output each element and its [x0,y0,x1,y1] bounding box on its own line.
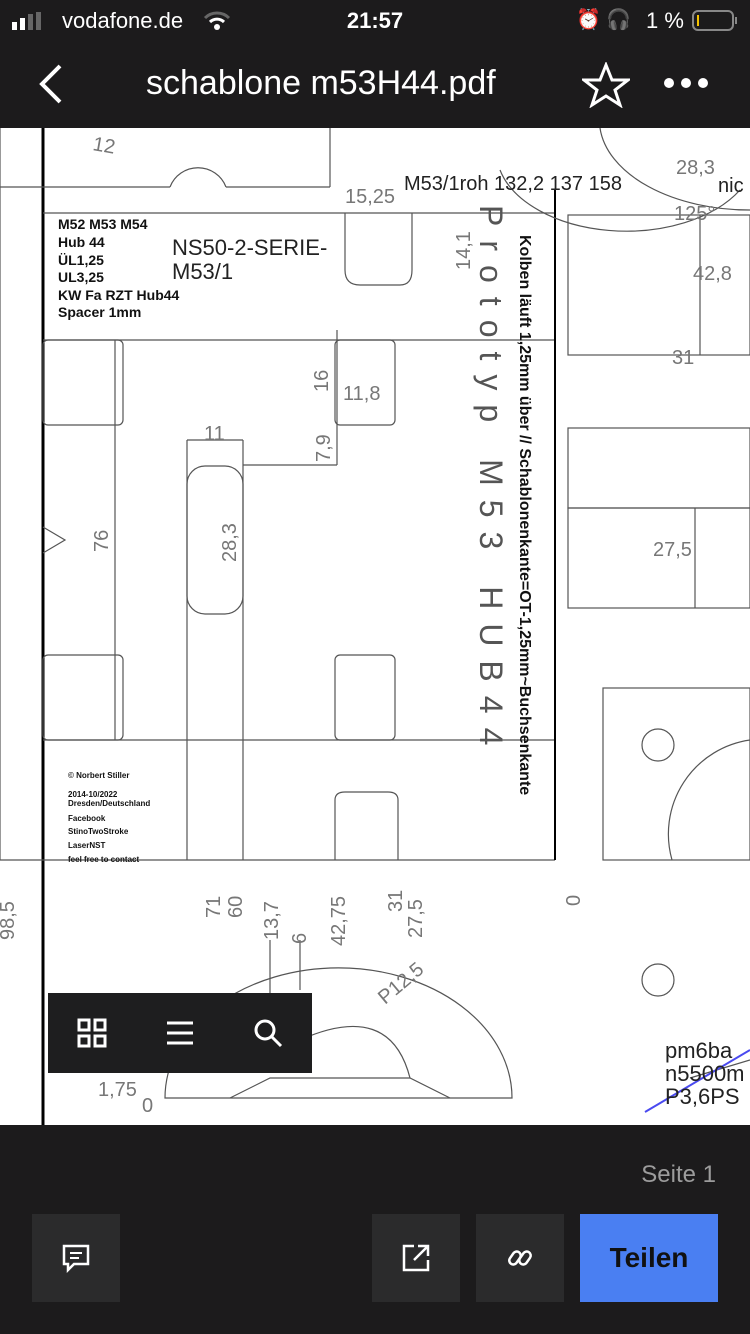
pdf-toolbar [48,993,312,1073]
note-line: Spacer 1mm [58,304,141,320]
pdf-page-view[interactable]: M52 M53 M54 Hub 44 ÜL1,25 UL3,25 KW Fa R… [0,128,750,1125]
export-icon [402,1244,430,1272]
battery-icon [692,10,737,31]
pm-line: n5500m [665,1061,745,1086]
favorite-star-button[interactable] [582,62,630,108]
credit-line: 2014-10/2022 [68,790,118,799]
pm-line: pm6ba [665,1038,733,1063]
dim: 71 [203,896,225,918]
search-button[interactable] [253,1018,283,1048]
header: schablone m53H44.pdf [0,42,750,128]
dim: nic [718,175,744,197]
series-label: M53/1 [172,259,233,284]
credit-line: feel free to contact [68,855,139,864]
dim: 28,3 [676,157,715,179]
grid-view-button[interactable] [77,1018,107,1048]
dim: 7,9 [313,434,335,462]
dim: 31 [672,347,694,369]
alarm-icon: ⏰ [576,9,601,31]
dim: 27,5 [653,539,692,561]
note-line: M52 M53 M54 [58,216,148,232]
technical-drawing: M52 M53 M54 Hub 44 ÜL1,25 UL3,25 KW Fa R… [0,128,750,1125]
signal-icon [12,12,41,30]
page-indicator: Seite 1 [641,1161,716,1188]
note-line: KW Fa RZT Hub44 [58,287,180,303]
pm-line: P3,6PS [665,1084,740,1109]
dim: 14,1 [453,231,475,270]
credit-line: Facebook [68,814,106,823]
credit-line: Dresden/Deutschland [68,799,150,808]
credit-line: LaserNST [68,841,105,850]
dim: 42,8 [693,263,732,285]
dim: 98,5 [0,901,19,940]
dim: 11 [204,423,225,445]
prototype-label: Prototyp M53 HUB44 [473,205,509,759]
status-bar: vodafone.de 21:57 ⏰ 🎧 1 % [0,0,750,42]
dim: 125° [674,203,715,225]
link-icon [508,1250,532,1266]
dim: 60 [225,896,247,918]
battery-percent: 1 % [646,8,684,33]
dim: 0 [142,1095,153,1117]
dim: 11,8 [343,383,380,405]
wifi-icon [203,11,231,30]
dim: 13,7 [261,901,283,940]
comment-button[interactable] [32,1214,120,1302]
credit-line: © Norbert Stiller [68,771,129,780]
copy-link-button[interactable] [476,1214,564,1302]
dim: 31 [385,890,407,912]
more-options-button[interactable] [662,76,710,90]
clock: 21:57 [346,8,404,33]
roh-label: M53/1roh 132,2 137 158 [404,173,622,195]
list-view-button[interactable] [165,1018,195,1048]
dim: 0 [563,895,585,906]
dim: 27,5 [405,899,427,938]
note-line: Hub 44 [58,234,105,250]
note-line: ÜL1,25 [58,252,104,268]
bottom-bar: Seite 1 Teilen [0,1125,750,1334]
share-button[interactable]: Teilen [580,1214,718,1302]
dim: 1,75 [98,1079,137,1101]
dim: 76 [91,530,113,552]
dim: 28,3 [219,523,241,562]
note-line: UL3,25 [58,269,104,285]
dim: 16 [311,370,333,392]
dim: 42,75 [328,896,350,946]
credit-line: StinoTwoStroke [68,827,129,836]
dim: 6 [289,933,311,944]
dim: 12 [91,133,117,159]
document-title: schablone m53H44.pdf [146,64,496,102]
kolben-note: Kolben läuft 1,25mm über // Schablonenka… [516,235,533,795]
comment-icon [62,1244,90,1273]
export-button[interactable] [372,1214,460,1302]
series-label: NS50-2-SERIE- [172,235,327,260]
headphones-icon: 🎧 [606,9,631,31]
back-button[interactable] [36,62,66,106]
dim: 15,25 [345,186,395,208]
carrier: vodafone.de [62,8,184,33]
